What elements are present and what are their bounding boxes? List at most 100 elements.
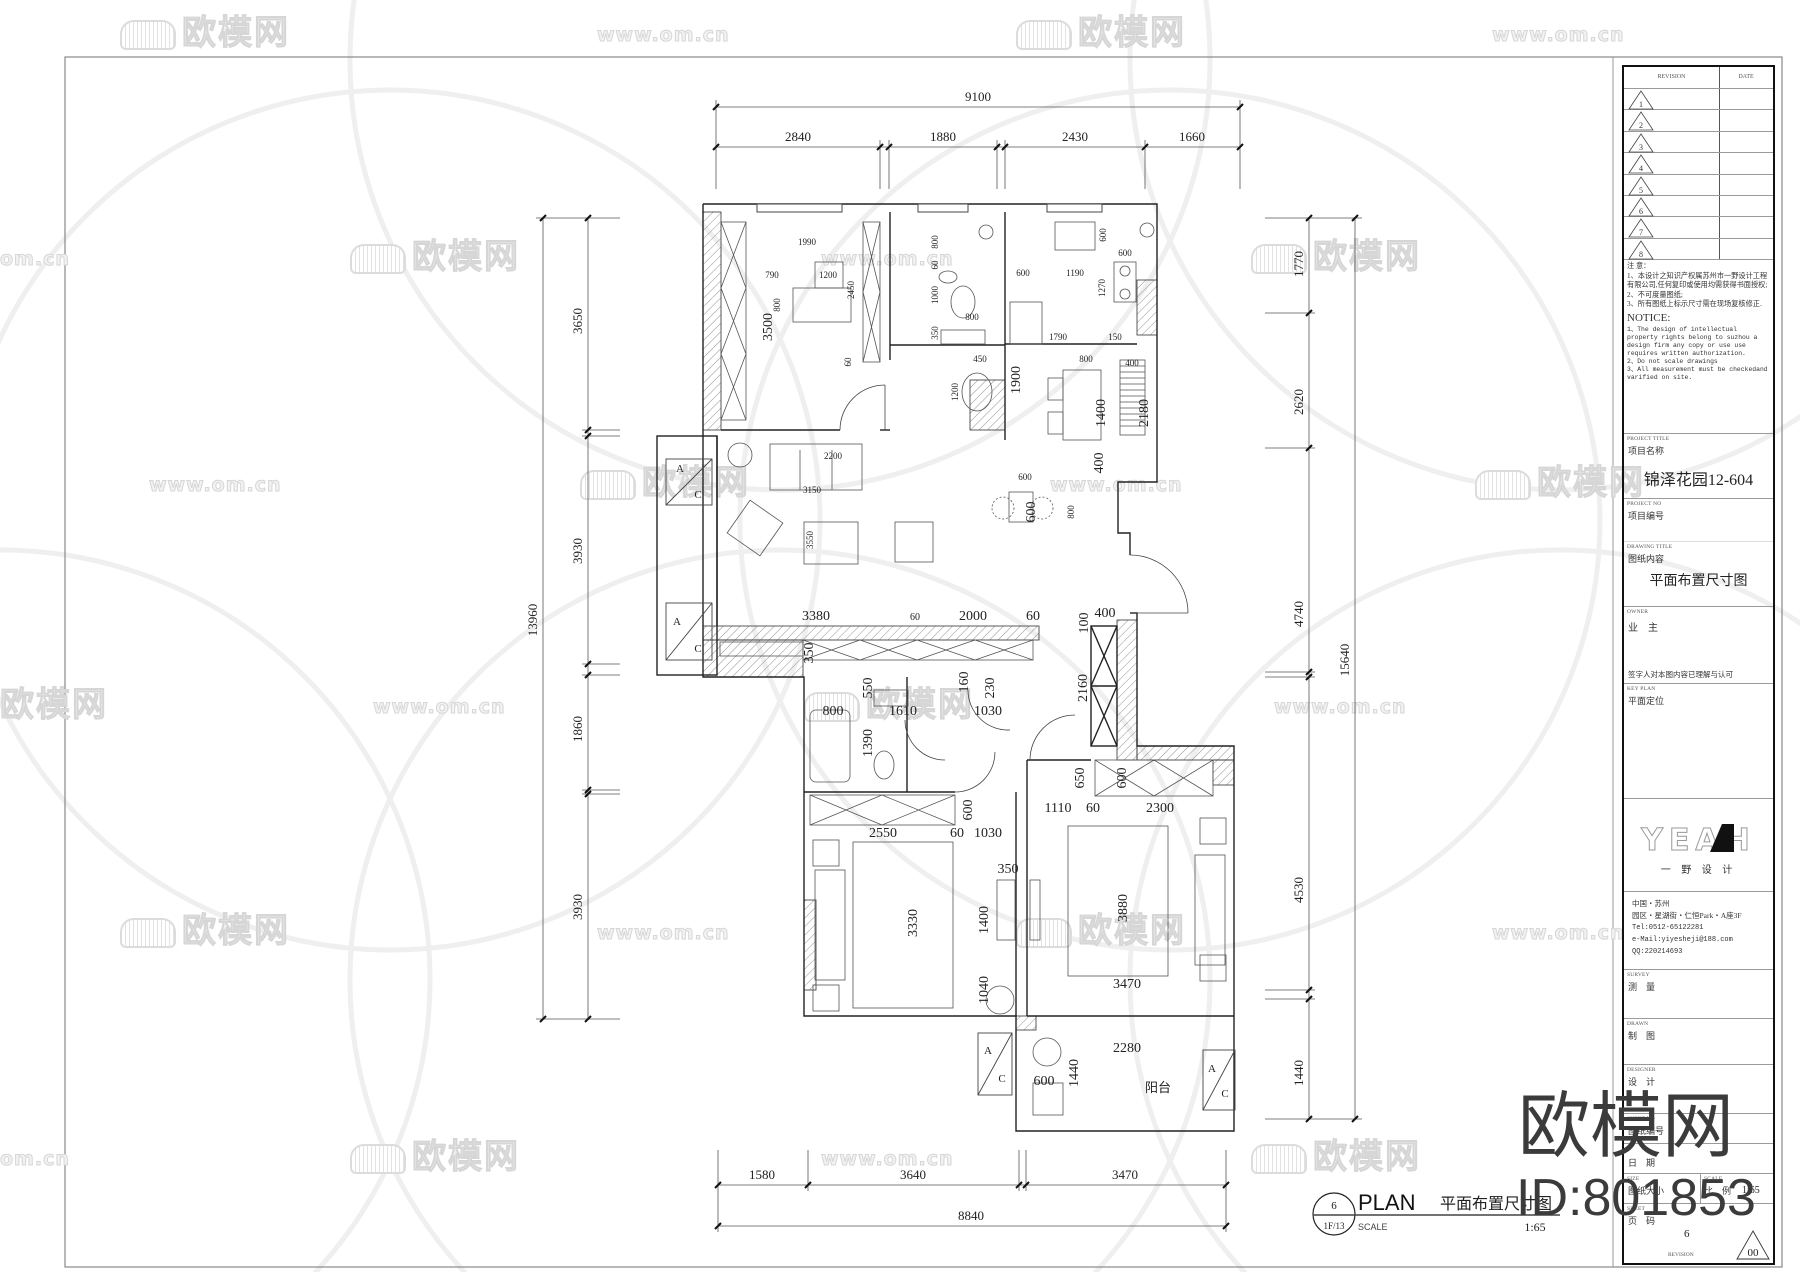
sofa-logo-icon — [804, 691, 860, 722]
date-label-cn: 日 期 — [1628, 1158, 1656, 1168]
ac-label: A — [1208, 1063, 1216, 1075]
watermark-url: www.om.cn — [821, 1148, 954, 1170]
project-no-label-en: PROJECT NO — [1627, 501, 1662, 507]
toilet-icon — [873, 750, 895, 780]
side-table — [727, 442, 753, 468]
interior-dim: 350 — [802, 643, 817, 664]
interior-dim: 2000 — [959, 609, 987, 624]
watermark-brand: 欧模网 — [804, 685, 974, 725]
address-line: 中国・苏州 — [1632, 899, 1670, 908]
size-label-en: SIZE — [1627, 1176, 1640, 1182]
door-swing — [1029, 714, 1076, 761]
bed — [1067, 825, 1169, 977]
caption-number: 6 — [1331, 1200, 1337, 1212]
interior-dim: 600 — [1024, 502, 1039, 523]
ac-label: A — [984, 1045, 992, 1057]
dim-right-seg: 1440 — [1291, 1060, 1306, 1086]
dining-table — [1062, 369, 1102, 441]
revision-triangle-icon: 1 — [1628, 90, 1654, 110]
dim-top-seg: 2430 — [1062, 129, 1088, 144]
sofa-logo-icon — [350, 1143, 406, 1174]
interior-dim: 3880 — [1116, 894, 1131, 922]
interior-dim: 230 — [983, 678, 998, 699]
interior-dim: 100 — [1077, 613, 1092, 634]
ac-label: A — [673, 616, 681, 628]
sofa-logo-icon — [350, 243, 406, 274]
size-scale-divider — [1700, 1174, 1701, 1204]
watermark-text: 欧模网 — [642, 463, 750, 503]
watermark-text: 欧模网 — [866, 685, 974, 725]
watermark-url: www.om.cn — [821, 248, 954, 270]
interior-dim: 800 — [965, 312, 979, 322]
desk — [792, 287, 852, 323]
project-title-label-cn: 项目名称 — [1628, 446, 1665, 456]
drawing-title-section: DRAWING TITLE 图纸内容 平面布置尺寸图 — [1624, 542, 1773, 607]
interior-dim: 1190 — [1066, 268, 1084, 278]
interior-dim: 3500 — [761, 313, 776, 341]
door-swing — [954, 751, 996, 793]
survey-label-cn: 测 量 — [1628, 982, 1656, 992]
watermark-url: www.om.cn — [597, 922, 730, 944]
interior-dim: 1900 — [1009, 366, 1024, 394]
revision-triangle-icon: 3 — [1628, 133, 1654, 153]
revision-header: REVISION DATE — [1624, 67, 1773, 89]
watermark-url: www.om.cn — [1492, 24, 1625, 46]
interior-dim: 650 — [1073, 768, 1088, 789]
drawn-label-en: DRAWN — [1627, 1021, 1649, 1027]
sofa-logo-icon — [120, 917, 176, 948]
watermark-url: www.om.cn — [1050, 474, 1183, 496]
watermark-text: 欧模网 — [1313, 237, 1421, 277]
dim-right-seg: 1770 — [1291, 251, 1306, 277]
washing-machine-icon — [1032, 1037, 1062, 1067]
watermark-brand: 欧模网 — [1251, 1137, 1421, 1177]
interior-dim: 790 — [765, 270, 779, 280]
caption-title-cn: 平面布置尺寸图 — [1440, 1195, 1552, 1213]
interior-dim: 1000 — [930, 286, 940, 305]
interior-dim: 800 — [1079, 354, 1093, 364]
armchair — [894, 521, 934, 563]
revision-triangle-icon: 8 — [1628, 240, 1654, 260]
revision-triangle-icon: 5 — [1628, 175, 1654, 195]
designer-label-en: DESIGNER — [1627, 1067, 1656, 1073]
interior-dim: 1110 — [1045, 801, 1072, 816]
dim-right-total: 15640 — [1337, 644, 1352, 677]
coffee-table — [803, 521, 859, 565]
dim-top-seg: 1660 — [1179, 129, 1205, 144]
washbasin-icon — [873, 689, 909, 707]
watermark-brand: 欧模网 — [120, 914, 290, 949]
sheet-no-label-en: SHEET NO — [1627, 1116, 1655, 1122]
round-table — [1008, 491, 1034, 523]
interior-dim: 2180 — [1137, 399, 1152, 427]
interior-dim: 150 — [1108, 332, 1122, 342]
watermark-text: 欧模网 — [1313, 1137, 1421, 1177]
big-watermark-brand: 欧模网 — [1518, 1084, 1735, 1168]
watermark-text: 欧模网 — [0, 685, 108, 725]
watermark-url: www.om.cn — [373, 696, 506, 718]
watermark-brand: 欧模网 — [350, 240, 520, 275]
survey-section: SURVEY 测 量 — [1624, 970, 1773, 1019]
drawing-title-value: 平面布置尺寸图 — [1649, 574, 1748, 589]
watermark-brand: 欧模网 — [1251, 237, 1421, 277]
svg-text:6: 6 — [1639, 207, 1643, 216]
interior-dim: 400 — [1095, 606, 1116, 621]
nightstand — [812, 839, 840, 867]
floor-drain-icon — [978, 224, 994, 240]
interior-dim: 800 — [930, 235, 940, 249]
interior-dim: 1030 — [974, 704, 1002, 719]
sheet-no-label-cn: 图纸编号 — [1628, 1126, 1665, 1136]
dim-right-seg: 4740 — [1291, 601, 1306, 627]
interior-dim: 2300 — [1146, 801, 1174, 816]
revision-label: REVISION — [1668, 1252, 1694, 1258]
interior-dim: 60 — [930, 260, 940, 270]
interior-dim: 600 — [961, 800, 976, 821]
interior-dim: 3150 — [803, 485, 822, 495]
dimension-ticks — [539, 103, 1359, 1230]
furniture — [719, 221, 1227, 1116]
project-no-section: PROJECT NO 项目编号 — [1624, 499, 1773, 542]
dim-bottom-seg: 1580 — [749, 1167, 775, 1182]
owner-label-en: OWNER — [1627, 609, 1649, 615]
nightstand — [1199, 954, 1227, 982]
dimension-labels: 9100 2840 1880 2430 1660 13960 3650 3930… — [525, 89, 1352, 1223]
headboard — [1194, 854, 1226, 966]
dim-left-seg: 3930 — [570, 538, 585, 564]
